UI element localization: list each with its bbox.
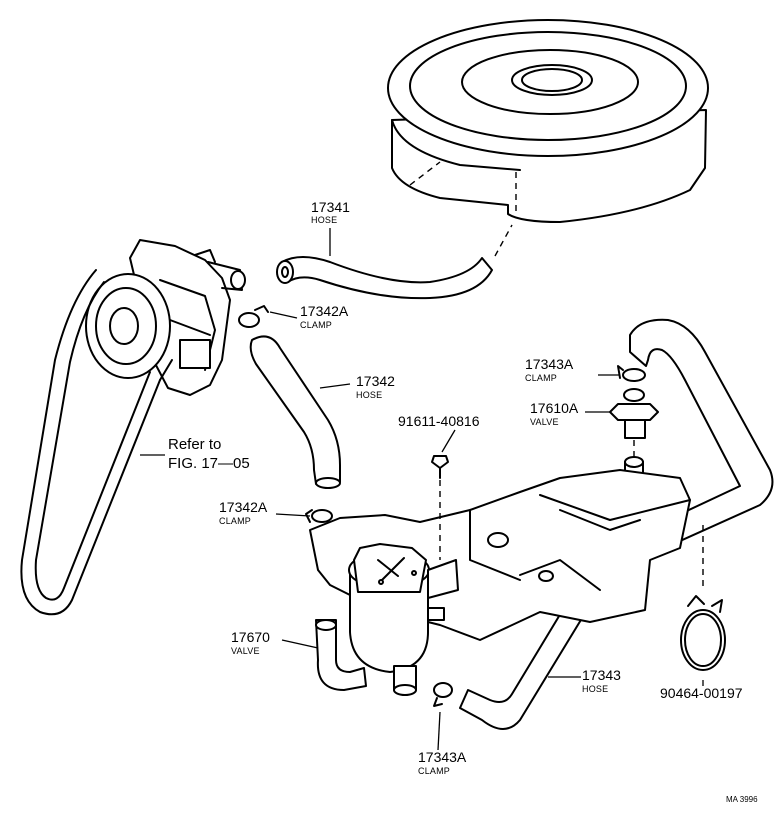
drive-belt [20,269,173,616]
bolt-91611-40816 [431,455,449,560]
callout-17610a-name: VALVE [530,417,559,427]
valve-17670 [315,543,459,696]
clamp-17343a-lower [433,682,453,707]
callout-17343a-upper-part: 17343A [525,356,574,372]
clamp-90464-00197 [680,525,726,671]
callout-17343a-upper-name: CLAMP [525,373,558,383]
clamp-17342a-upper [238,305,269,328]
callout-17670-name: VALVE [231,646,260,656]
callout-17342-name: HOSE [356,390,383,400]
reference-line-2: FIG. 17—05 [168,455,250,472]
callout-17341-name: HOSE [311,215,338,225]
callout-17343-name: HOSE [582,684,609,694]
callout-90464-part: 90464-00197 [660,685,743,701]
callout-17342a-lower-name: CLAMP [219,516,252,526]
callout-17343a-lower-name: CLAMP [418,766,451,776]
clamp-17343a-upper [617,365,646,382]
callout-17341-part: 17341 [311,199,350,215]
callout-17342a-lower-part: 17342A [219,499,268,515]
callout-17610a-part: 17610A [530,400,579,416]
hose-17343 [459,318,774,730]
callout-17342a-upper-part: 17342A [300,303,349,319]
hose-17341 [276,224,513,300]
callout-91611-part: 91611-40816 [398,413,480,429]
hose-17342 [249,335,341,489]
leader-lines [140,228,704,751]
reference-line-1: Refer to [168,436,222,453]
callout-17343-part: 17343 [582,667,621,683]
air-cleaner [387,19,709,223]
callout-17343a-lower-part: 17343A [418,749,467,765]
pulley [85,273,171,379]
figure-code: MA 3996 [726,795,758,804]
clamp-17342a-lower [305,509,333,523]
callout-17342a-upper-name: CLAMP [300,320,333,330]
valve-17610a [609,388,659,479]
callout-17670-part: 17670 [231,629,270,645]
callout-17342-part: 17342 [356,373,395,389]
